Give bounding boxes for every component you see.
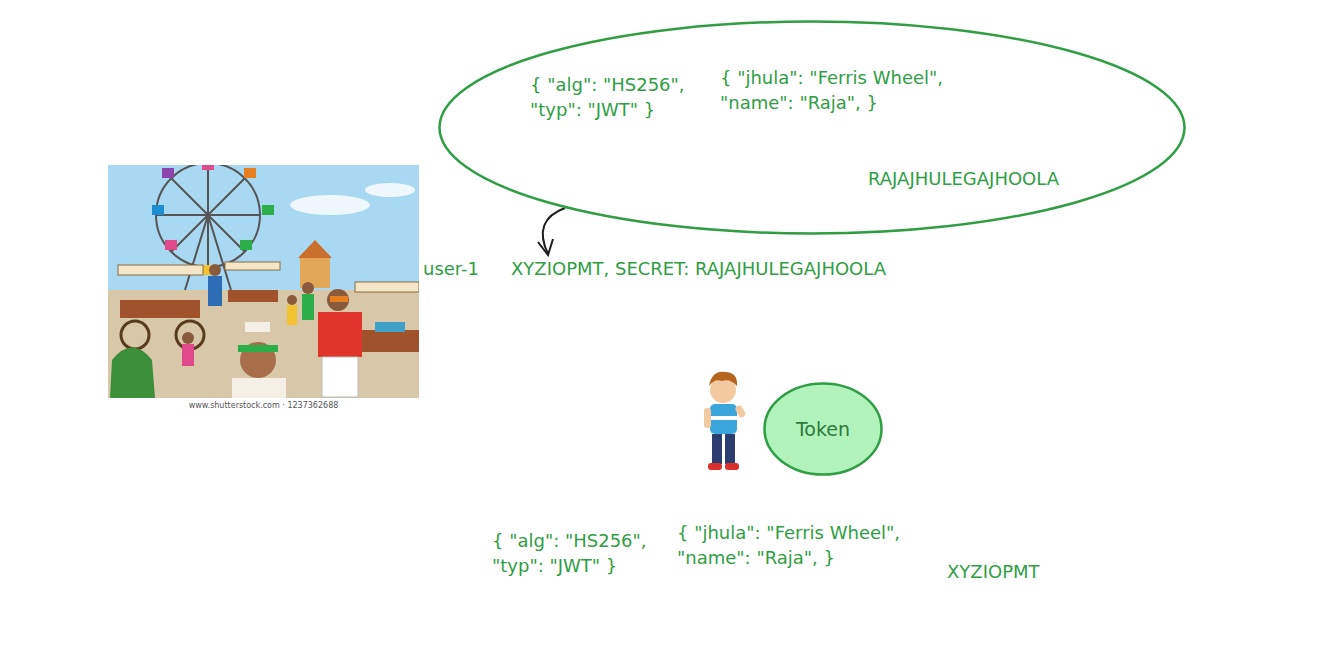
secret-line: XYZIOPMT, SECRET: RAJAJHULEGAJHOOLA	[511, 256, 886, 281]
signing-ellipse: { "alg": "HS256", "typ": "JWT" }{ "jhula…	[438, 20, 1186, 235]
boy-figure	[704, 372, 746, 470]
header-json: { "alg": "HS256", "typ": "JWT" }	[492, 528, 692, 578]
watermark: www.shutterstock.com · 1237362688	[108, 400, 419, 412]
user-label: user-1	[423, 256, 479, 281]
secret-text: RAJAJHULEGAJHOOLA	[868, 166, 1059, 191]
token-label: Token	[796, 417, 850, 442]
fair-scene	[108, 165, 419, 398]
arrow-head	[538, 239, 553, 255]
signing-ellipse-outline	[438, 20, 1186, 235]
pointer-arrow	[543, 208, 565, 254]
payload-json: { "jhula": "Ferris Wheel", "name": "Raja…	[720, 65, 1020, 115]
header-json: { "alg": "HS256", "typ": "JWT" }	[530, 72, 730, 122]
signature-text: XYZIOPMT	[947, 559, 1040, 584]
payload-json: { "jhula": "Ferris Wheel", "name": "Raja…	[677, 520, 977, 570]
token-circle: Token	[763, 382, 883, 476]
signing-ellipse-shape	[440, 22, 1185, 234]
token-circle-shape	[765, 384, 882, 475]
